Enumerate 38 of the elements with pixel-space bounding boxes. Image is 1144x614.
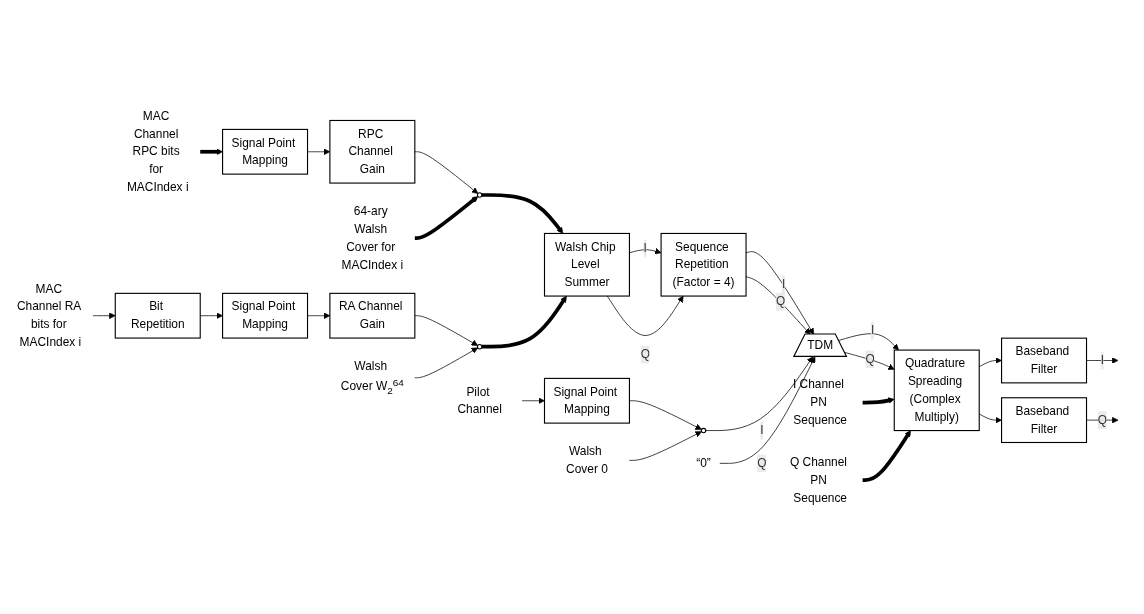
node-box: Signal Point Mapping — [222, 128, 309, 175]
arrow — [862, 397, 895, 405]
edge-label: Q — [775, 295, 786, 308]
arrow — [862, 430, 911, 482]
node-text: Pilot Channel — [457, 385, 502, 416]
node-box: Baseband Filter — [1001, 337, 1088, 384]
edge-label: I — [643, 241, 647, 255]
edge-label: I — [1100, 353, 1104, 367]
node-circle — [700, 427, 707, 434]
edge-label: I — [760, 423, 764, 437]
node-text: I Channel PN Sequence — [792, 378, 847, 427]
node-text: Walsh Cover 0 — [566, 444, 608, 476]
node-text: “0” — [696, 456, 711, 470]
edge-label: Q — [1097, 413, 1107, 427]
arrow — [200, 148, 223, 156]
node-box: Walsh Chip Level Summer — [543, 232, 630, 297]
node-box: Sequence Repetition (Factor = 4) — [660, 232, 747, 297]
node-box: RA Channel Gain — [329, 292, 416, 339]
edge-label: Q — [757, 456, 767, 470]
node-text: MAC Channel RPC bits for MACIndex i — [126, 109, 189, 194]
arrow — [414, 196, 479, 241]
edge-label: Q — [865, 352, 875, 366]
node-text: 64-ary Walsh Cover for MACIndex i — [341, 204, 404, 271]
node-text: MAC Channel RA bits for MACIndex i — [16, 282, 82, 349]
node-circle — [476, 192, 483, 198]
node-box: RPC Channel Gain — [329, 119, 416, 184]
arrow — [481, 295, 567, 349]
edge-label: Q — [640, 347, 650, 361]
edge-label: I — [870, 323, 875, 337]
node-box: Quadrature Spreading (Complex Multiply) — [893, 349, 980, 432]
node-circle — [476, 343, 483, 350]
edge-label: I — [781, 277, 786, 291]
node-box: Signal Point Mapping — [222, 292, 309, 339]
arrow — [481, 193, 564, 234]
node-box: Signal Point Mapping — [543, 377, 630, 424]
node-box: Baseband Filter — [1001, 397, 1088, 444]
node-text: Q Channel PN Sequence — [789, 455, 847, 504]
node-box: Bit Repetition — [114, 292, 201, 339]
